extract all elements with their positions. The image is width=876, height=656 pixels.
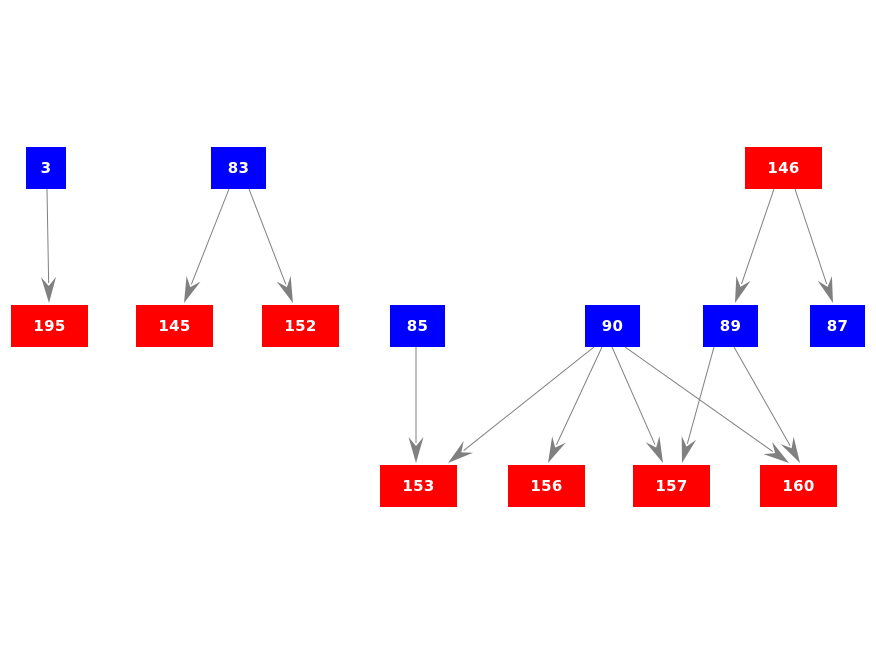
node-label: 156 bbox=[530, 476, 563, 495]
node-label: 83 bbox=[227, 158, 250, 177]
node-label: 153 bbox=[402, 476, 435, 495]
graph-node-85[interactable]: 85 bbox=[390, 305, 445, 347]
edge-arrowhead bbox=[408, 437, 424, 463]
edge-arrowhead bbox=[448, 440, 474, 463]
graph-node-83[interactable]: 83 bbox=[211, 147, 266, 189]
graph-edge-3-to-195 bbox=[41, 188, 57, 303]
graph-node-87[interactable]: 87 bbox=[810, 305, 865, 347]
edge-arrowhead bbox=[681, 435, 697, 463]
graph-node-145[interactable]: 145 bbox=[136, 305, 213, 347]
graph-node-156[interactable]: 156 bbox=[508, 465, 585, 507]
edge-line bbox=[794, 188, 828, 285]
node-label: 152 bbox=[284, 316, 317, 335]
edge-arrowhead bbox=[645, 436, 663, 463]
edge-line bbox=[555, 346, 603, 446]
graph-edge-146-to-89 bbox=[735, 188, 775, 303]
edge-arrowhead bbox=[735, 275, 751, 303]
graph-node-160[interactable]: 160 bbox=[760, 465, 837, 507]
graph-edge-146-to-87 bbox=[794, 188, 833, 303]
edge-arrowhead bbox=[548, 436, 566, 463]
edge-arrowhead bbox=[763, 441, 789, 463]
node-label: 160 bbox=[782, 476, 815, 495]
edge-line bbox=[624, 346, 773, 452]
edge-arrowhead bbox=[184, 276, 201, 303]
node-label: 157 bbox=[655, 476, 688, 495]
edge-arrowhead bbox=[817, 275, 833, 303]
graph-edge-90-to-153 bbox=[448, 346, 595, 463]
graph-edge-90-to-157 bbox=[611, 346, 663, 463]
graph-node-195[interactable]: 195 bbox=[11, 305, 88, 347]
edge-line bbox=[46, 188, 50, 284]
edge-line bbox=[741, 188, 775, 285]
graph-node-152[interactable]: 152 bbox=[262, 305, 339, 347]
graph-node-146[interactable]: 146 bbox=[745, 147, 822, 189]
node-label: 146 bbox=[767, 158, 800, 177]
edge-line bbox=[248, 188, 287, 285]
graph-edge-89-to-160 bbox=[733, 346, 800, 463]
edge-arrowhead bbox=[276, 276, 293, 303]
graph-edge-83-to-152 bbox=[248, 188, 293, 303]
edge-line bbox=[190, 188, 230, 285]
edge-arrowhead bbox=[41, 276, 57, 303]
graph-edge-85-to-153 bbox=[408, 347, 424, 463]
edge-line bbox=[686, 346, 715, 444]
node-label: 85 bbox=[406, 316, 429, 335]
edge-arrowhead bbox=[780, 436, 800, 463]
node-label: 89 bbox=[719, 316, 742, 335]
node-label: 3 bbox=[40, 158, 52, 177]
graph-edge-89-to-157 bbox=[681, 346, 715, 463]
graph-node-157[interactable]: 157 bbox=[633, 465, 710, 507]
node-label: 145 bbox=[158, 316, 191, 335]
edge-line bbox=[733, 346, 791, 446]
graph-node-3[interactable]: 3 bbox=[26, 147, 66, 189]
edge-line bbox=[611, 346, 656, 445]
graph-edge-83-to-145 bbox=[184, 188, 230, 303]
graph-node-90[interactable]: 90 bbox=[585, 305, 640, 347]
graph-node-153[interactable]: 153 bbox=[380, 465, 457, 507]
graph-edge-90-to-156 bbox=[548, 346, 603, 463]
graph-node-89[interactable]: 89 bbox=[703, 305, 758, 347]
graph-edge-90-to-160 bbox=[624, 346, 789, 463]
node-label: 195 bbox=[33, 316, 66, 335]
node-label: 90 bbox=[601, 316, 624, 335]
edge-line bbox=[463, 346, 595, 451]
node-label: 87 bbox=[826, 316, 849, 335]
